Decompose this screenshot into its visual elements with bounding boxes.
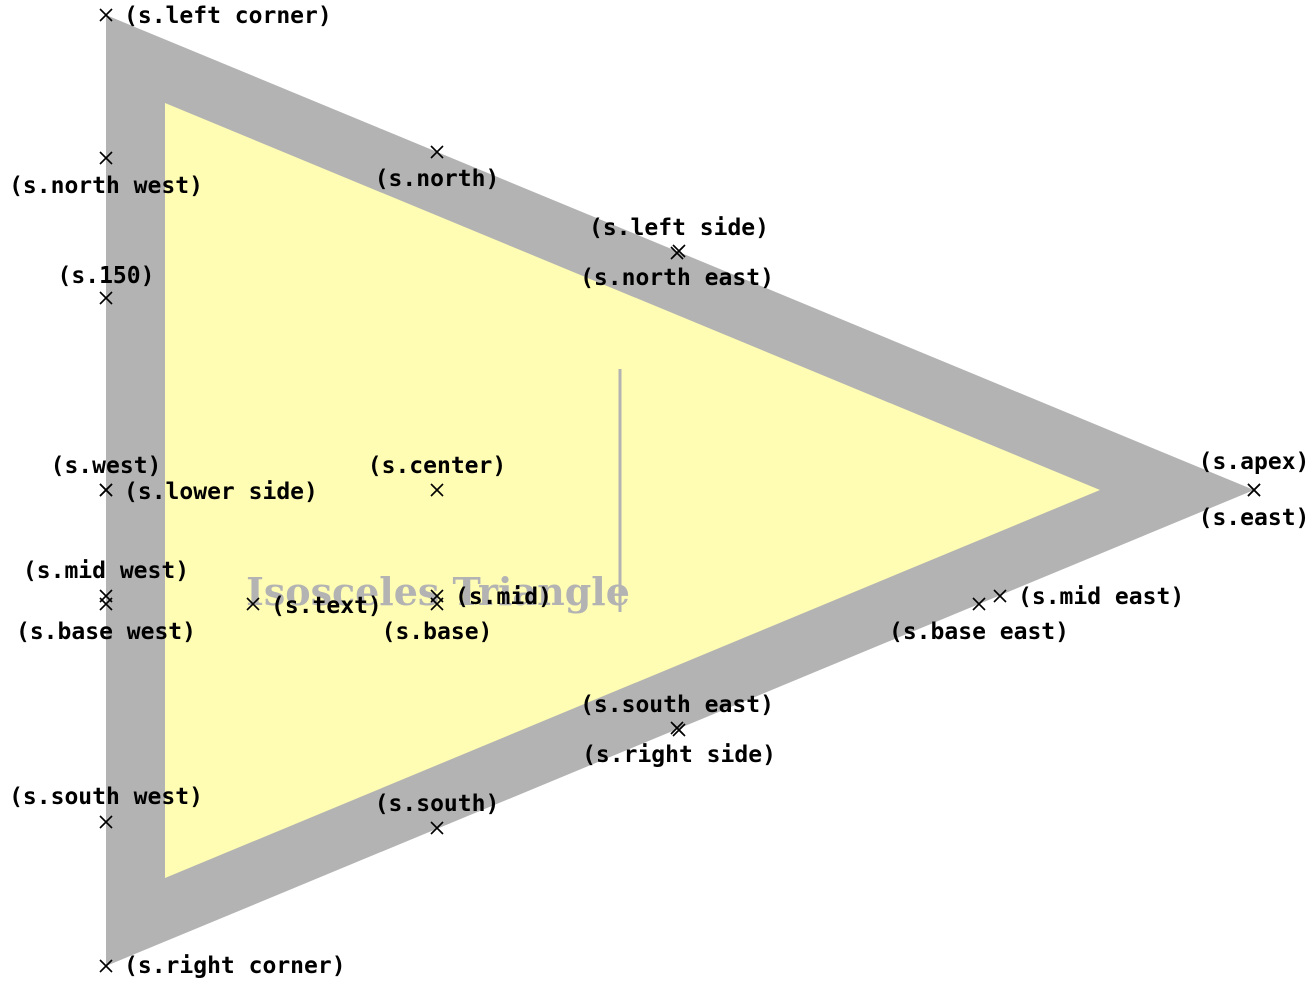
anchor-label-north: (s.north) xyxy=(375,166,500,192)
anchor-marker-north-east xyxy=(670,246,684,260)
anchor-right-side: (s.right side) xyxy=(582,723,776,768)
anchor-marker-north-west xyxy=(99,151,113,165)
anchor-left-corner: (s.left corner) xyxy=(99,3,332,29)
anchor-south: (s.south) xyxy=(375,791,500,835)
anchor-label-south-west: (s.south west) xyxy=(9,784,203,810)
anchor-mid-east: (s.mid east) xyxy=(993,584,1184,610)
anchor-label-150: (s.150) xyxy=(58,263,155,289)
anchor-mid: (s.mid) xyxy=(430,584,552,610)
anchor-marker-east xyxy=(1247,483,1261,497)
anchor-label-text: (s.text) xyxy=(271,593,382,619)
anchor-marker-mid-east xyxy=(993,589,1007,603)
anchor-label-base-east: (s.base east) xyxy=(889,619,1069,645)
anchor-label-north-west: (s.north west) xyxy=(9,173,203,199)
anchor-marker-base xyxy=(430,597,444,611)
anchor-apex: (s.apex) xyxy=(1199,449,1310,497)
anchor-center: (s.center) xyxy=(368,453,506,497)
anchor-label-lower-side: (s.lower side) xyxy=(124,479,318,505)
anchor-text: (s.text) xyxy=(246,593,382,619)
anchor-label-base: (s.base) xyxy=(382,619,493,645)
anchor-north: (s.north) xyxy=(375,145,500,192)
anchor-mid-west: (s.mid west) xyxy=(23,558,189,603)
anchor-east: (s.east) xyxy=(1199,483,1310,531)
anchor-marker-150 xyxy=(99,291,113,305)
anchor-lower-side: (s.lower side) xyxy=(99,479,318,505)
anchor-marker-south-west xyxy=(99,815,113,829)
anchor-south-east: (s.south east) xyxy=(580,692,774,735)
anchor-150: (s.150) xyxy=(58,263,155,305)
anchor-label-west: (s.west) xyxy=(51,453,162,479)
anchor-label-east: (s.east) xyxy=(1199,505,1310,531)
anchor-label-left-corner: (s.left corner) xyxy=(124,3,332,29)
anchor-label-right-corner: (s.right corner) xyxy=(124,953,346,979)
anchor-label-right-side: (s.right side) xyxy=(582,742,776,768)
anchor-label-center: (s.center) xyxy=(368,453,506,479)
anchor-north-west: (s.north west) xyxy=(9,151,203,199)
anchor-marker-right-side xyxy=(672,723,686,737)
anchor-label-mid-east: (s.mid east) xyxy=(1018,584,1184,610)
anchor-label-north-east: (s.north east) xyxy=(580,265,774,291)
anchor-label-mid-west: (s.mid west) xyxy=(23,558,189,584)
anchor-label-apex: (s.apex) xyxy=(1199,449,1310,475)
anchor-marker-right-corner xyxy=(99,959,113,973)
triangle-inner-fill xyxy=(165,103,1100,878)
anchor-marker-south xyxy=(430,821,444,835)
anchor-label-base-west: (s.base west) xyxy=(16,619,196,645)
anchor-south-west: (s.south west) xyxy=(9,784,203,829)
anchor-marker-north xyxy=(430,145,444,159)
anchor-marker-base-west xyxy=(99,597,113,611)
anchor-marker-base-east xyxy=(972,597,986,611)
anchor-base: (s.base) xyxy=(382,597,493,645)
anchor-label-mid: (s.mid) xyxy=(455,584,552,610)
anchor-marker-center xyxy=(430,483,444,497)
anchor-base-east: (s.base east) xyxy=(889,597,1069,645)
anchor-label-south: (s.south) xyxy=(375,791,500,817)
anchor-label-left-side: (s.left side) xyxy=(589,215,769,241)
anchor-marker-left-corner xyxy=(99,8,113,22)
anchor-label-south-east: (s.south east) xyxy=(580,692,774,718)
shape-text: Isosceles Triangle xyxy=(246,569,630,614)
anchor-markers: (s.left corner) (s.north west) (s.north) (s… xyxy=(9,3,1309,979)
anchor-marker-text xyxy=(246,597,260,611)
anchor-marker-lower-side xyxy=(99,483,113,497)
anchor-north-east: (s.north east) xyxy=(580,246,774,291)
anchor-right-corner: (s.right corner) xyxy=(99,953,346,979)
anchor-base-west: (s.base west) xyxy=(16,597,196,645)
